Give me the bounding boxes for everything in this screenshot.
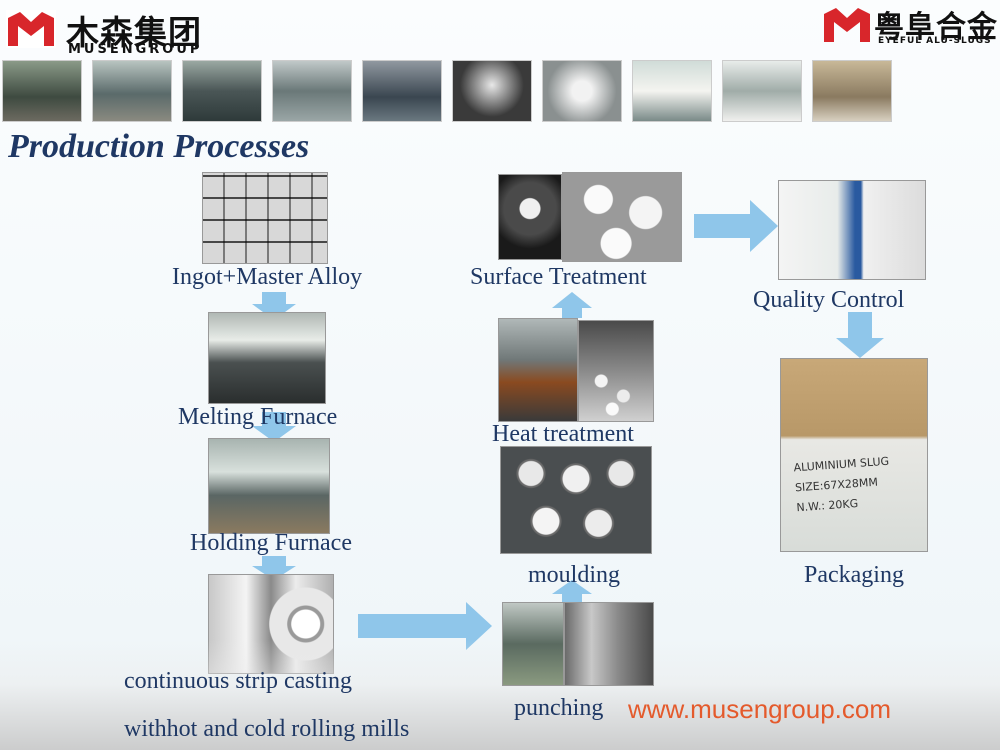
ingot-photo: [202, 172, 328, 264]
strip-photo-slugs: [542, 60, 622, 122]
arrow-down-icon: [252, 412, 296, 442]
photo-strip: [0, 60, 1000, 126]
label-heat: Heat treatment: [492, 421, 634, 447]
strip-photo-lab: [632, 60, 712, 122]
bag-label: ALUMINIUM SLUG SIZE:67X28MM N.W.: 20KG: [793, 452, 892, 519]
arrow-up-icon: [552, 580, 592, 604]
label-packaging: Packaging: [804, 562, 904, 588]
label-quality: Quality Control: [753, 287, 905, 313]
moulding-photo: [500, 446, 652, 554]
heat-slugs-photo: [578, 320, 654, 422]
footer-band: [0, 640, 1000, 750]
label-casting-line1: continuous strip casting: [124, 668, 352, 694]
brand-left-english: MUSENGROUP: [68, 42, 203, 57]
strip-photo-factory: [2, 60, 82, 122]
brand-right-chinese: 粤阜合金: [874, 10, 998, 45]
label-holding: Holding Furnace: [190, 530, 352, 556]
label-ingot: Ingot+Master Alloy: [172, 264, 363, 290]
surface-machine-photo: [498, 174, 562, 260]
website-url[interactable]: www.musengroup.com: [628, 694, 891, 724]
label-punching: punching: [514, 695, 604, 721]
surface-slugs-photo: [562, 172, 682, 262]
strip-photo-warehouse: [812, 60, 892, 122]
heat-furnace-photo: [498, 318, 578, 422]
musen-logo-icon: [6, 10, 56, 48]
brand-left-chinese: 木森集团: [66, 13, 202, 52]
melting-furnace-photo: [208, 312, 326, 404]
strip-photo-machine: [452, 60, 532, 122]
punching-line-photo: [502, 602, 564, 686]
quality-control-photo: [778, 180, 926, 280]
label-surface: Surface Treatment: [470, 264, 647, 290]
label-casting-line2: withhot and cold rolling mills: [124, 716, 410, 742]
arrow-down-icon: [252, 292, 296, 320]
arrow-down-icon: [252, 556, 296, 580]
brand-right-english: EYEFUL ALU-SLUGS: [878, 36, 992, 46]
arrow-right-icon: [358, 602, 492, 650]
label-melting: Melting Furnace: [178, 404, 338, 430]
strip-photo-casting: [182, 60, 262, 122]
arrow-up-icon: [552, 292, 592, 318]
arrow-down-icon: [836, 312, 884, 358]
holding-furnace-photo: [208, 438, 330, 534]
page-title: Production Processes: [8, 128, 310, 165]
strip-photo-rolling: [272, 60, 352, 122]
strip-photo-inspection: [722, 60, 802, 122]
strip-photo-press: [362, 60, 442, 122]
strip-photo-furnace: [92, 60, 172, 122]
arrow-right-icon: [694, 200, 778, 252]
eyeful-logo-icon: [824, 8, 870, 42]
label-moulding: moulding: [528, 562, 621, 588]
packaging-photo: ALUMINIUM SLUG SIZE:67X28MM N.W.: 20KG: [780, 358, 928, 552]
punching-press-photo: [564, 602, 654, 686]
